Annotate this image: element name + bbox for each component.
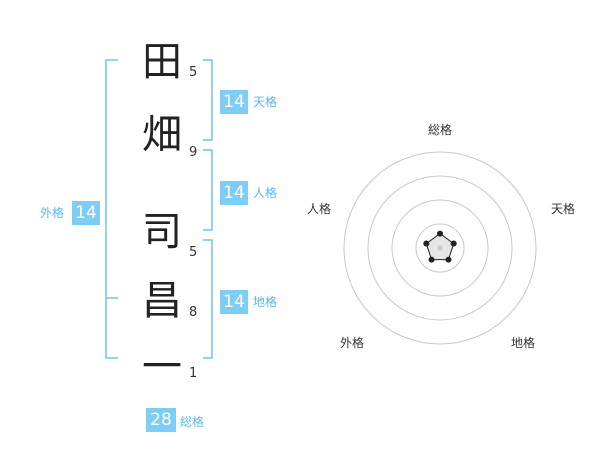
gaikaku-value-badge: 14: [72, 201, 100, 225]
soukaku-label: 総格: [180, 415, 205, 429]
tenkaku-label: 天格: [253, 95, 278, 109]
tenkaku-value-badge: 14: [220, 90, 248, 114]
chikaku-label: 地格: [253, 295, 278, 309]
stroke-count-2: 9: [189, 145, 198, 160]
radar-point: [423, 240, 430, 247]
stroke-count-4: 8: [189, 305, 198, 320]
tenkaku-bracket: [203, 59, 213, 141]
stroke-count-3: 5: [189, 245, 198, 260]
name-char-1: 田: [142, 39, 182, 85]
radar-ring: [391, 199, 489, 297]
jinkaku-bracket: [203, 149, 213, 231]
stroke-count-5: 1: [189, 366, 198, 381]
radar-axis-label-tenkaku: 天格: [551, 202, 576, 216]
gaikaku-bracket: [105, 59, 118, 359]
radar-point: [450, 240, 457, 247]
jinkaku-label: 人格: [253, 186, 278, 200]
name-char-5: 一: [142, 344, 182, 390]
name-char-4: 昌: [142, 278, 182, 324]
radar-center-dot: [437, 245, 443, 251]
name-char-2: 畑: [142, 112, 182, 158]
jinkaku-value-badge: 14: [220, 181, 248, 205]
radar-ring: [415, 223, 465, 273]
radar-point: [445, 256, 452, 263]
radar-ring: [367, 175, 513, 321]
radar-axis-label-gaikaku: 外格: [340, 336, 365, 350]
radar-axis-label-jinkaku: 人格: [307, 202, 332, 216]
radar-axis-label-soukaku: 総格: [428, 123, 453, 137]
radar-point: [428, 256, 435, 263]
chikaku-value-badge: 14: [220, 290, 248, 314]
radar-axis-label-chikaku: 地格: [511, 336, 536, 350]
radar-point: [437, 230, 443, 237]
gaikaku-label: 外格: [40, 206, 65, 220]
name-char-3: 司: [142, 209, 182, 255]
stroke-count-1: 5: [189, 65, 198, 80]
radar-ring: [343, 151, 537, 345]
soukaku-value-badge: 28: [146, 408, 176, 432]
chikaku-bracket: [203, 239, 213, 359]
